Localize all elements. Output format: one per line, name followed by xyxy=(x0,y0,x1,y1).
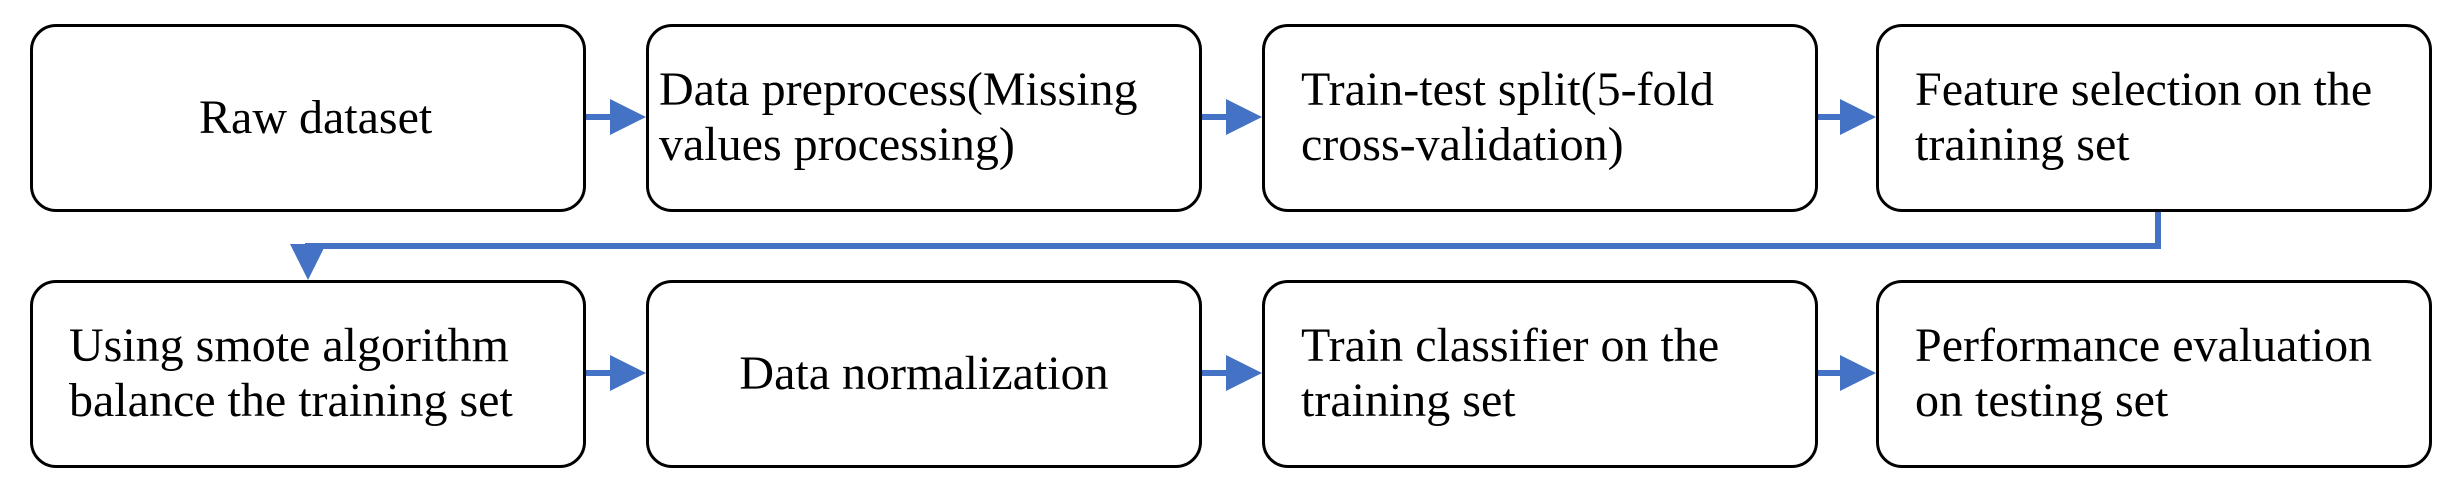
step-train-test-split: Train-test split(5-fold cross-validation… xyxy=(1262,24,1818,212)
step-data-preprocess: Data preprocess(Missing values processin… xyxy=(646,24,1202,212)
step-label: Using smote algorithm balance the traini… xyxy=(69,319,513,427)
step-label: Performance evaluation on testing set xyxy=(1915,319,2373,427)
step-label: Train classifier on the training set xyxy=(1301,319,1720,427)
step-label: Train-test split(5-fold cross-validation… xyxy=(1301,63,1714,171)
step-performance-evaluation: Performance evaluation on testing set xyxy=(1876,280,2432,468)
step-smote-balance: Using smote algorithm balance the traini… xyxy=(30,280,586,468)
step-train-classifier: Train classifier on the training set xyxy=(1262,280,1818,468)
step-raw-dataset: Raw dataset xyxy=(30,24,586,212)
arrow-4-to-5 xyxy=(290,212,2161,280)
step-data-normalization: Data normalization xyxy=(646,280,1202,468)
step-feature-selection: Feature selection on the training set xyxy=(1876,24,2432,212)
step-label: Data normalization xyxy=(739,346,1109,400)
step-label: Data preprocess(Missing values processin… xyxy=(659,63,1138,171)
step-label: Raw dataset xyxy=(199,90,433,144)
step-label: Feature selection on the training set xyxy=(1915,63,2373,171)
